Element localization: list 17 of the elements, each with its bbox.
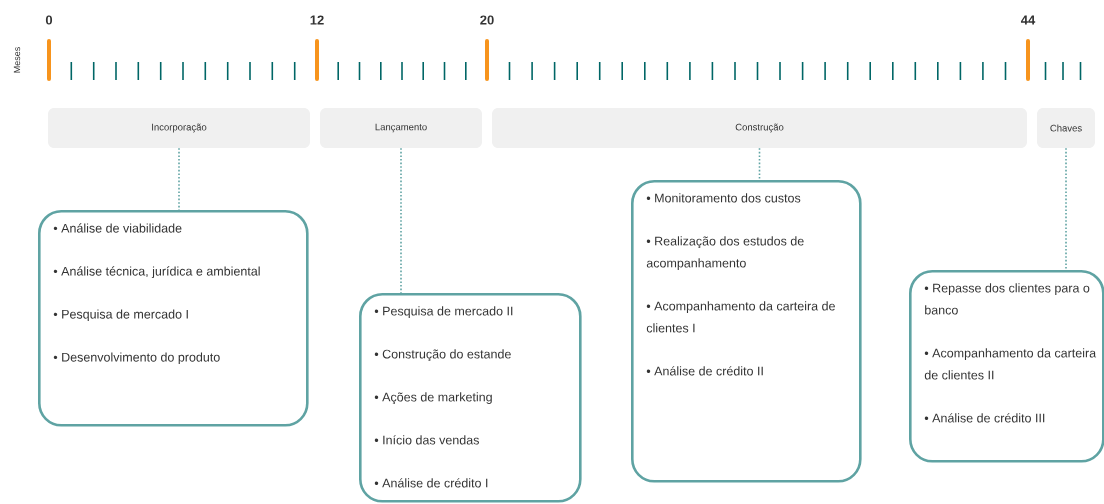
connector-line (178, 147, 180, 211)
connector-line (758, 147, 761, 181)
tick-label: 20 (480, 15, 494, 25)
task-box: • Monitoramento dos custos • Realização dos estudos de acompanhamento • Acompanhamento da carteira de clientes I • Análise de crédito II (631, 180, 862, 483)
tick-label: 44 (1021, 15, 1036, 25)
connector-line (400, 147, 402, 294)
tick-label: 0 (45, 15, 53, 25)
task-box: • Pesquisa de mercado II • Construção do estande • Ações de marketing • Início das vendas • Análise de crédito I (359, 293, 582, 503)
tick-label: 12 (310, 15, 324, 25)
phase-band: Construção (492, 108, 1027, 148)
task-box: • Análise de viabilidade • Análise técnica, jurídica e ambiental • Pesquisa de mercado I • Desenvolvimento do produto (38, 210, 309, 427)
phase-band: Lançamento (320, 108, 482, 148)
task-box: • Repasse dos clientes para o banco • Acompanhamento da carteira de clientes II • Análise de crédito III (909, 270, 1104, 463)
axis-title: Meses (13, 47, 21, 73)
connector-line (1065, 147, 1067, 271)
phase-band: Incorporação (48, 108, 310, 148)
phase-band: Chaves (1037, 108, 1095, 148)
